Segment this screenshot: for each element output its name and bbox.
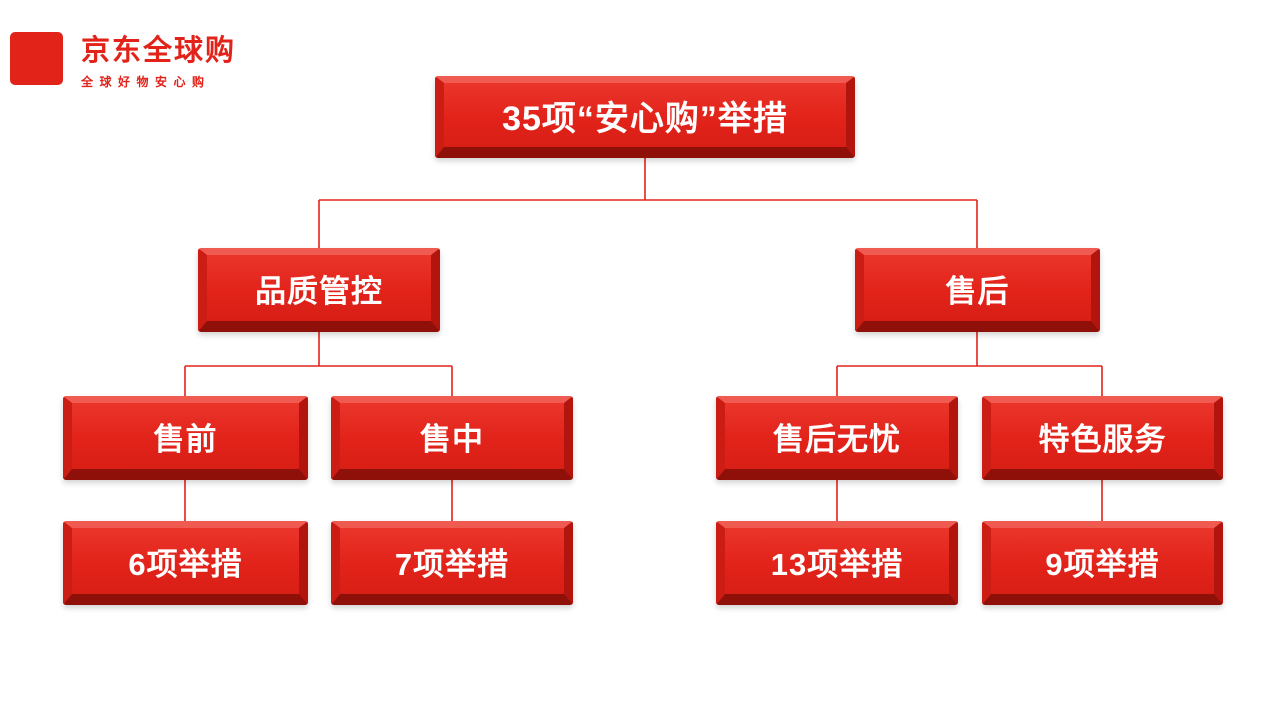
connector-quality-to-children: [184, 332, 453, 396]
brand-logo: 京东全球购 全球好物安心购: [10, 32, 236, 90]
node-root: 35项“安心购”举措: [435, 76, 855, 158]
node-pre-sale: 售前: [63, 396, 308, 480]
node-after-sale-worry-free: 售后无忧: [716, 396, 958, 480]
node-quality-control: 品质管控: [198, 248, 440, 332]
node-in-sale: 售中: [331, 396, 573, 480]
node-special-service: 特色服务: [982, 396, 1223, 480]
node-measures-7: 7项举措: [331, 521, 573, 605]
brand-name: 京东全球购: [81, 35, 237, 67]
connector-root-to-level2: [318, 158, 978, 248]
node-measures-9: 9项举措: [982, 521, 1223, 605]
brand-text-block: 京东全球购 全球好物安心购: [81, 32, 236, 90]
brand-tagline: 全球好物安心购: [81, 75, 211, 90]
jd-logo-icon: [10, 32, 63, 85]
connector-level3-to-level4: [184, 480, 1103, 521]
node-measures-13: 13项举措: [716, 521, 958, 605]
node-after-sales: 售后: [855, 248, 1100, 332]
connector-after-to-children: [836, 332, 1103, 396]
node-measures-6: 6项举措: [63, 521, 308, 605]
